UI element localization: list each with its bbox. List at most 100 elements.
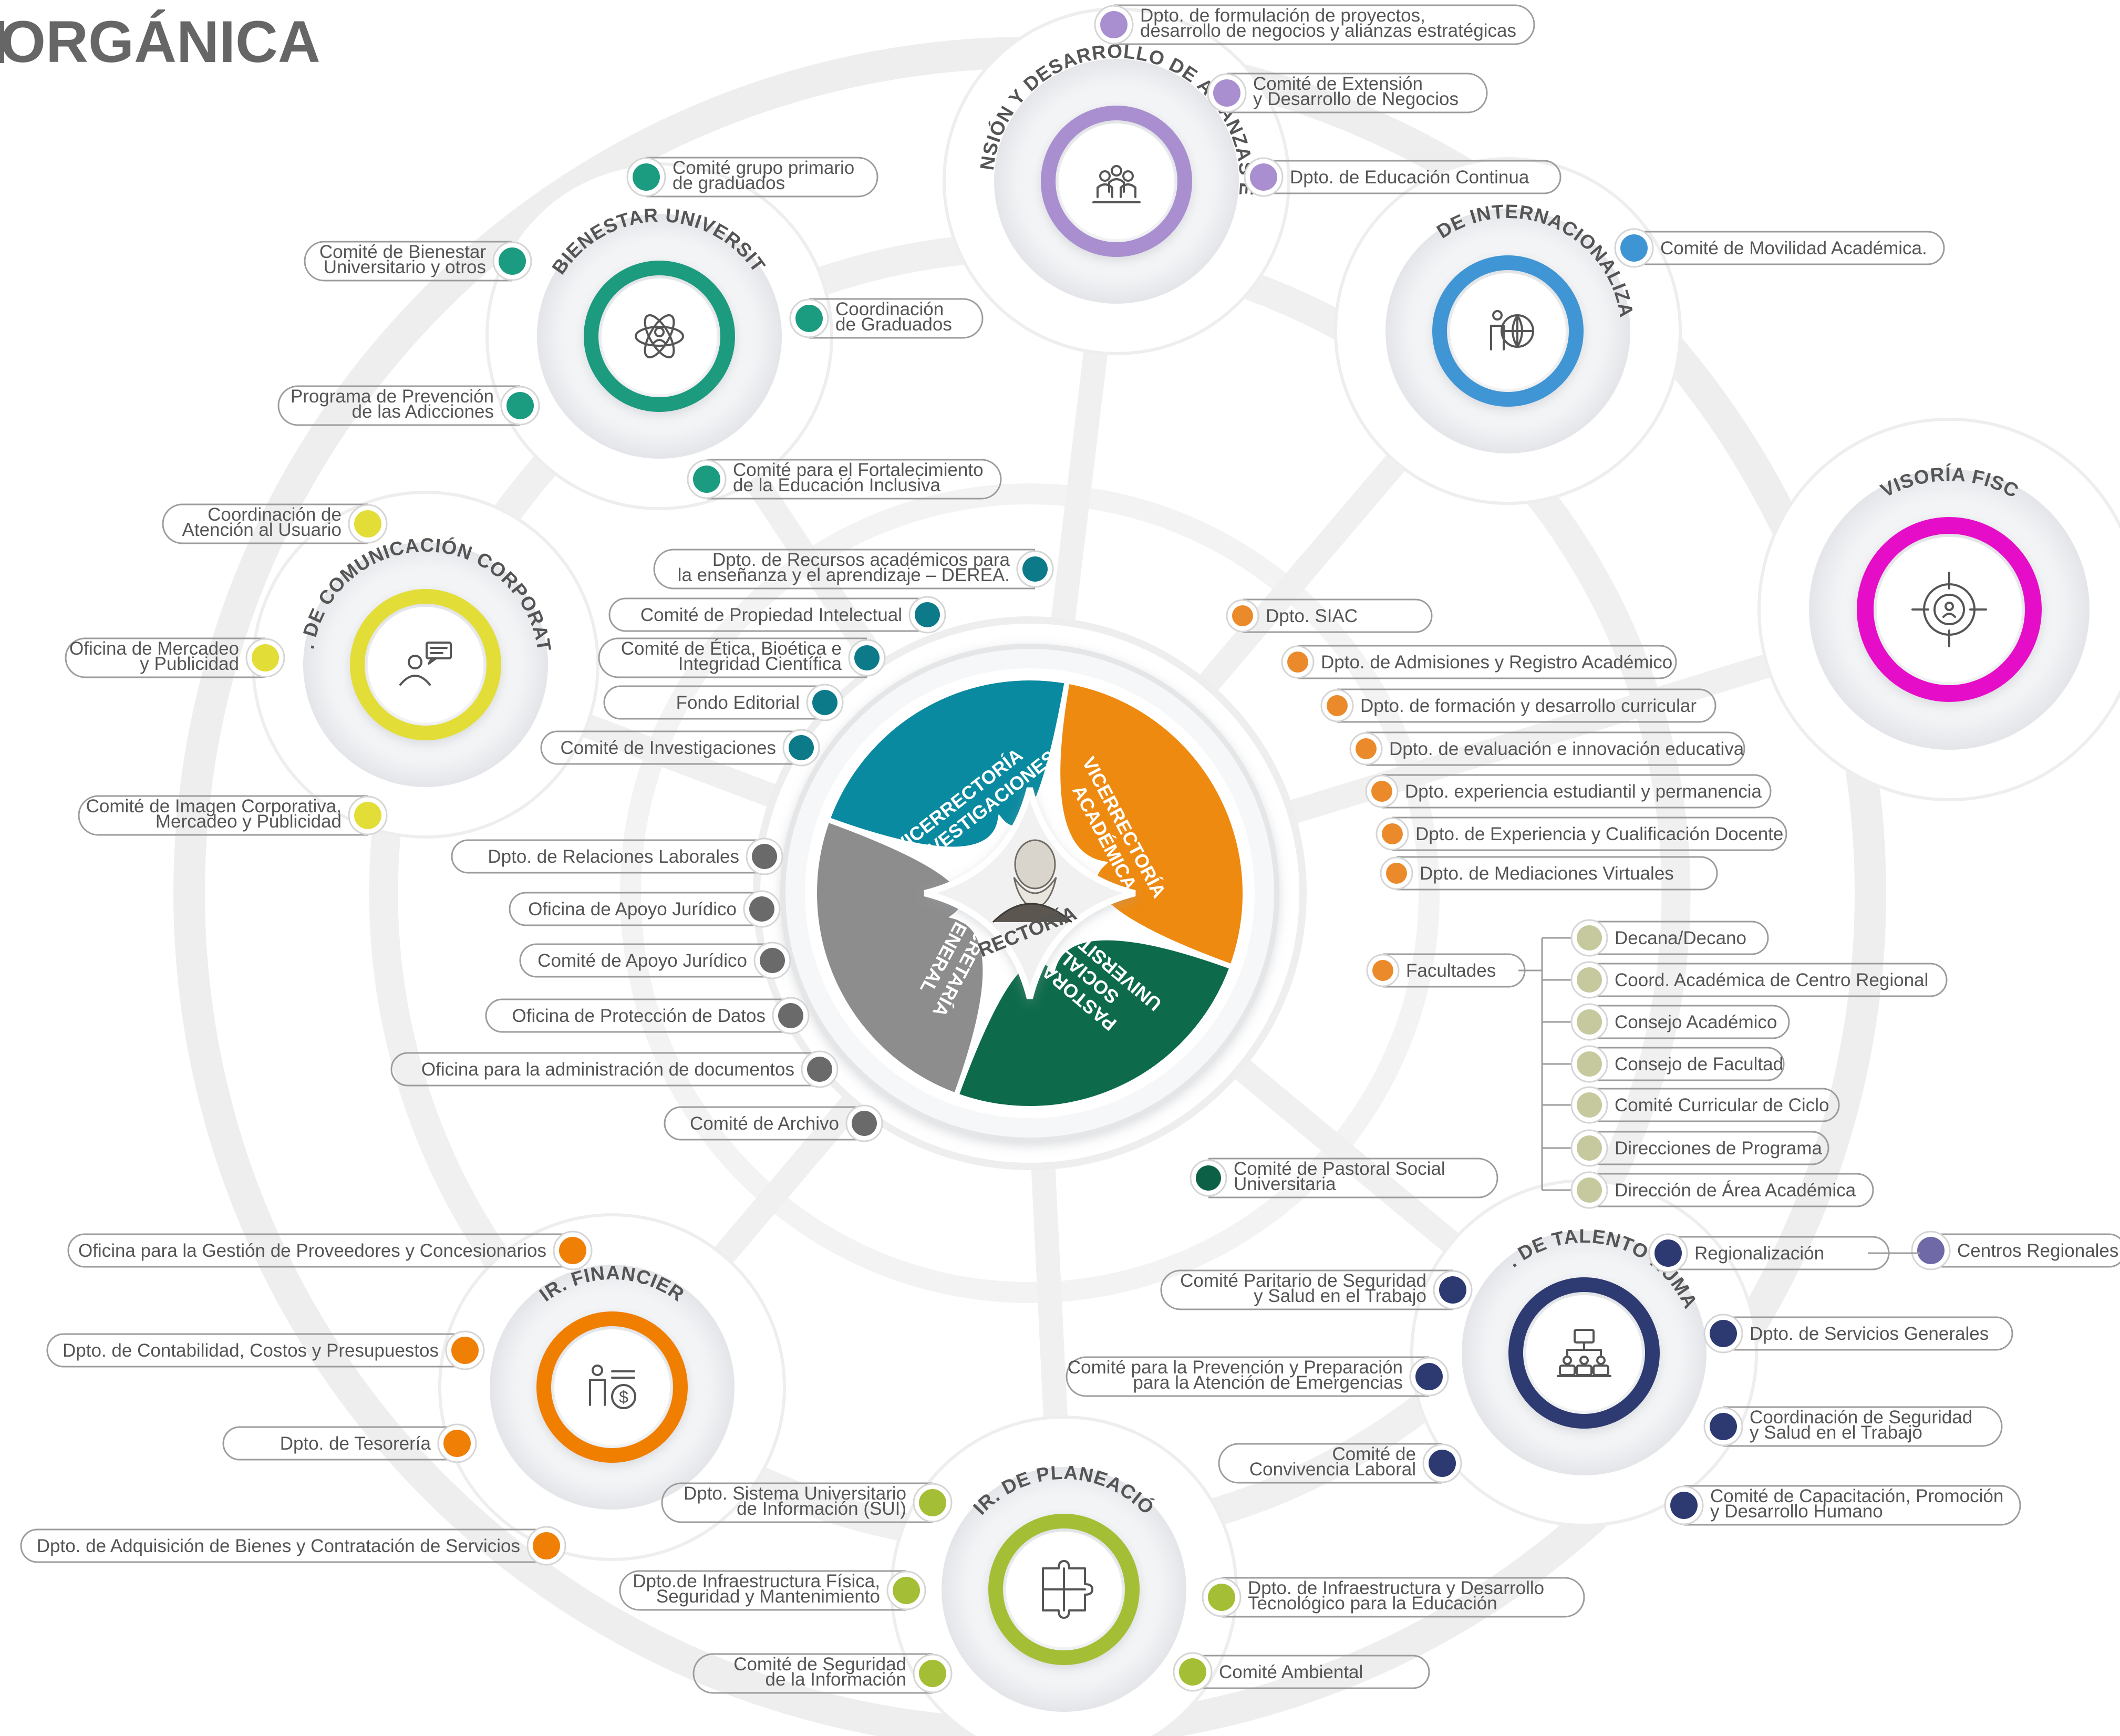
list-item-fondo-editorial: Fondo Editorial [603,684,844,721]
item-pill [1589,1047,1785,1081]
item-dot [1287,652,1308,673]
item-dot [693,466,720,493]
list-item-dpto-de-educacion-continua: Dpto. de Educación Continua [1244,157,1561,197]
item-pill [304,241,512,282]
item-label: Atención al Usuario [182,520,342,540]
item-dot [1100,11,1128,38]
item-pill [661,1482,933,1523]
list-item-oficina-para-la-administracion-de-docume: Oficina para la administración de docume… [390,1050,839,1088]
list-item-dpto-de-relaciones-laborales: Dpto. de Relaciones Laborales [451,838,783,875]
item-dot [795,305,823,332]
item-label: de las Adicciones [352,401,494,422]
item-dot [1577,967,1602,993]
list-item-comite-de-investigaciones: Comité de Investigaciones [540,729,820,767]
item-label: Dirección de Área Académica [1615,1180,1856,1201]
item-label: desarrollo de negocios y alianzas estrat… [1140,20,1516,41]
item-label: de Graduados [835,314,952,335]
item-label: Oficina para la Gestión de Proveedores y… [78,1241,546,1261]
unit-core [368,607,483,722]
item-label: Oficina para la administración de docume… [421,1059,794,1080]
item-dot [1208,1584,1235,1611]
item-dot [451,1337,479,1364]
team-network-icon [1557,1329,1611,1377]
item-dot [1327,695,1348,716]
unit-ring [988,1514,1140,1665]
item-pill [1589,963,1948,997]
item-label: y Desarrollo de Negocios [1253,89,1459,109]
item-label: y Salud en el Trabajo [1254,1286,1426,1306]
item-dot [760,948,785,973]
person-money-icon: $ [589,1365,636,1409]
item-pill [1589,1088,1840,1122]
item-dot [807,1057,832,1082]
item-label: Comité de Apoyo Jurídico [537,950,747,971]
item-pill [1684,1485,2021,1526]
item-dot [1372,960,1393,981]
title-bar [0,21,4,63]
item-pill [1227,73,1488,113]
item-dot [1250,163,1277,191]
list-item-direcciones-de-programa: Direcciones de Programa [1570,1129,1829,1167]
item-label: Regionalización [1694,1243,1824,1264]
list-item-dpto-siac: Dpto. SIAC [1226,598,1433,633]
item-label: Universitario y otros [324,257,486,277]
list-item-coord-academica-de-centro-regional: Coord. Académica de Centro Regional [1570,961,1948,999]
quadrant-shape [824,675,1070,852]
item-pill [1589,921,1769,955]
item-pill [390,1052,820,1087]
item-pill [1298,645,1677,679]
list-item-dpto-de-infraestructura-y-desarrollo: Dpto. de Infraestructura y DesarrolloTec… [1202,1577,1585,1618]
item-dot [354,802,381,829]
presenter-chat-icon [399,642,452,686]
item-label: para la Atención de Emergencias [1133,1372,1403,1393]
item-label: Comité de Bienestar [319,242,486,262]
list-item-oficina-para-la-gestion-de-proveedores-y: Oficina para la Gestión de Proveedores y… [67,1231,593,1270]
item-dot [1577,1177,1602,1203]
item-label: de graduados [673,173,785,193]
item-label: de Información (SUI) [737,1499,906,1519]
item-dot [919,1489,946,1516]
item-label: Comité de Ética, Bioética e [621,638,842,659]
unit-ring [1857,517,2042,702]
item-label: Dpto. de Tesorería [280,1433,431,1454]
item-dot [1382,823,1403,844]
item-label: Comité grupo primario [673,158,854,178]
list-item-facultades: Facultades [1366,953,1526,988]
item-dot [1577,1135,1602,1161]
list-item-comite-de-archivo: Comité de Archivo [664,1104,883,1142]
item-pill [1337,688,1716,723]
item-label: Oficina de Mercadeo [69,638,239,659]
item-label: Coordinación de [208,504,342,525]
item-label: Comité de Movilidad Académica. [1660,238,1927,259]
item-label: Decana/Decano [1615,928,1746,948]
item-pill [485,998,791,1033]
item-dot [1371,781,1392,802]
list-item-comite-de-apoyo-juridico: Comité de Apoyo Jurídico [519,942,791,979]
item-pill [664,1106,864,1141]
item-label: Consejo Académico [1615,1012,1777,1032]
item-label: Coord. Académica de Centro Regional [1615,970,1928,990]
group-people-icon [1092,165,1141,203]
item-label: Dpto.de Infraestructura Física, [633,1571,880,1592]
item-pill [1160,1269,1453,1310]
item-pill [67,1233,573,1268]
item-pill [1723,1316,2013,1351]
atom-person-icon [635,314,684,358]
item-pill [653,549,1035,590]
unit-core [1059,123,1174,239]
item-dot [915,602,940,627]
item-dot [1577,1092,1602,1118]
item-label: y Salud en el Trabajo [1750,1422,1922,1443]
item-pill [1193,1655,1430,1689]
puzzle-icon [1042,1560,1093,1619]
item-dot [1710,1413,1737,1440]
svg-text:$: $ [619,1388,628,1407]
unit-ring [1508,1277,1660,1429]
